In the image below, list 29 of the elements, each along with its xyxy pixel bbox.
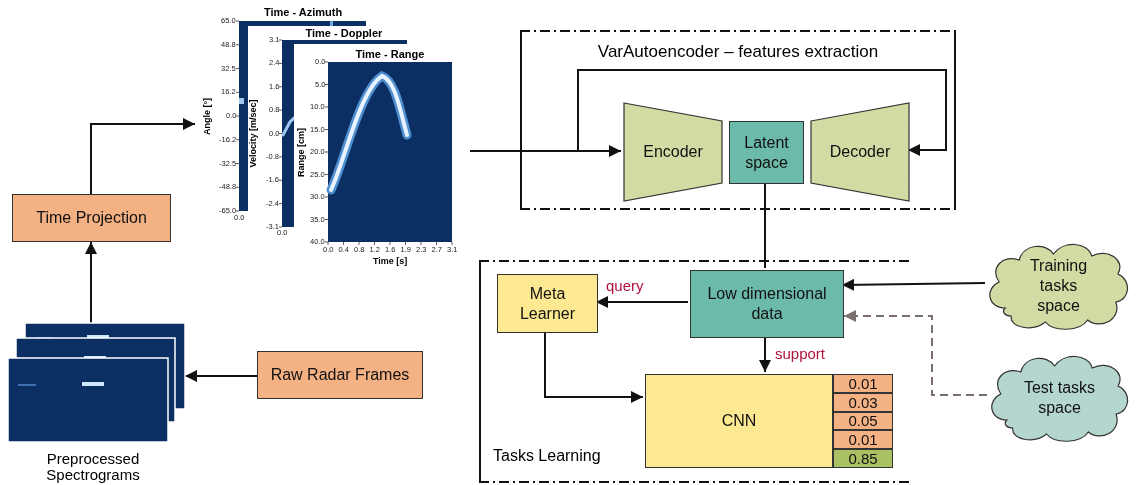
chart-title: Time - Range <box>355 48 425 60</box>
axis-label: Time [s] <box>373 256 408 266</box>
data-box: Low dimensional data <box>690 270 844 338</box>
latent-space-box: Latent space <box>729 121 804 184</box>
arrow <box>85 241 97 324</box>
group-frame <box>520 30 956 210</box>
process-box: Time Projection <box>12 194 171 242</box>
edge-label: query <box>606 276 644 294</box>
encoder-trapezoid: Encoder <box>623 102 723 202</box>
image-caption: Preprocessed Spectrograms <box>45 451 141 483</box>
cnn-box: CNN <box>645 374 833 468</box>
axis-label: Angle [°] <box>202 97 212 135</box>
edge-label: support <box>775 344 826 362</box>
axis-label: Range [cm] <box>296 127 306 177</box>
chart-title: Time - Azimuth <box>264 6 343 18</box>
arrow <box>90 118 196 195</box>
group-title: Tasks Learning <box>493 447 601 465</box>
group-title: VarAutoencoder – features extraction <box>596 42 880 62</box>
chart-title: Time - Doppler <box>305 27 383 39</box>
output-value-cell: 0.85 <box>833 449 893 468</box>
process-box: Meta Learner <box>497 274 598 333</box>
spectrogram-stack-drawing <box>8 323 186 443</box>
decoder-trapezoid: Decoder <box>810 102 910 202</box>
output-value-cell: 0.01 <box>833 374 893 393</box>
group-frame <box>479 260 912 483</box>
axis-label: Velocity [m/sec] <box>248 99 258 167</box>
process-box: Raw Radar Frames <box>257 351 423 399</box>
arrow <box>843 310 988 396</box>
output-value-cell: 0.01 <box>833 430 893 450</box>
